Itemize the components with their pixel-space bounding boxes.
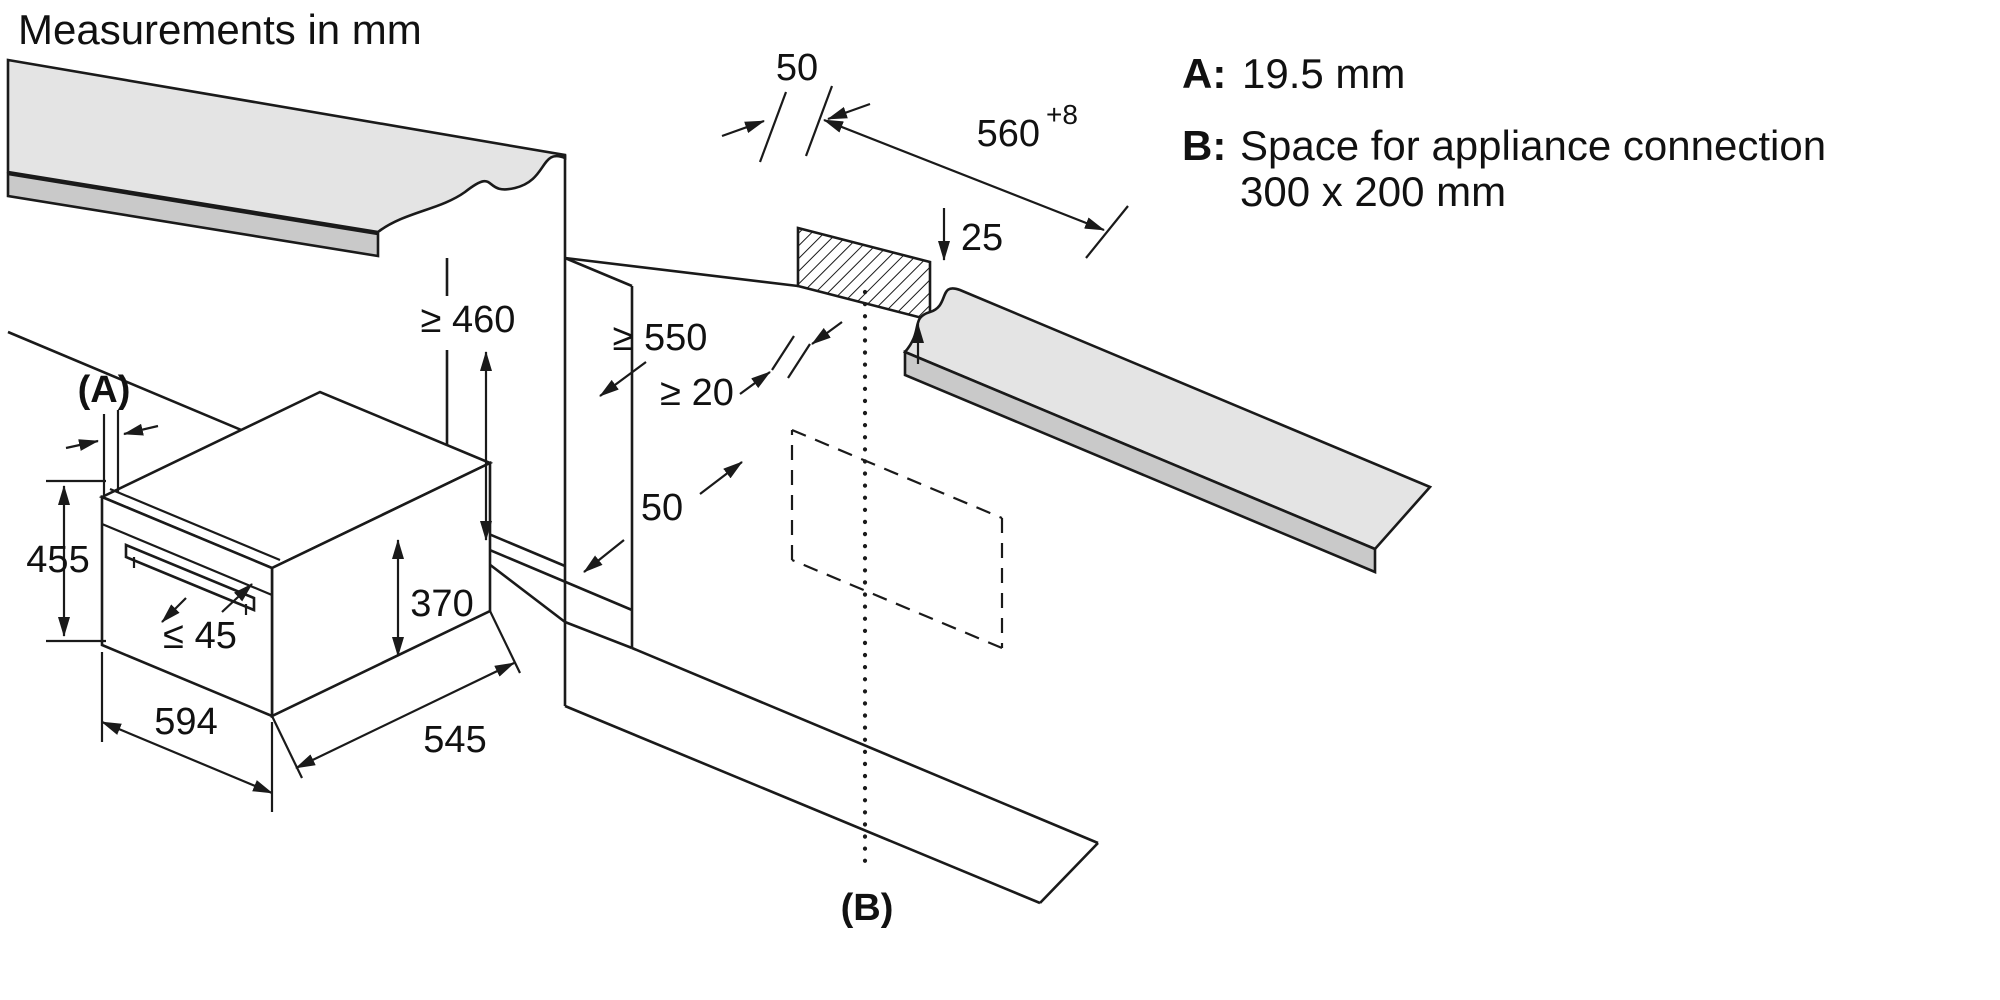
niche-top-back-edge [564, 256, 799, 288]
arrow [811, 321, 843, 345]
dim-min-depth-label: ≥ 550 [613, 317, 708, 359]
dim-rear-clearance-label: ≥ 20 [660, 372, 734, 414]
arrow [123, 423, 159, 436]
hidden-niche-outline [790, 428, 1004, 650]
right-worktop [902, 287, 1433, 574]
legend: A: 19.5 mm B: Space for appliance connec… [1182, 50, 1826, 215]
dim-min-height: ≥ 460 [421, 299, 516, 541]
plinth-right-cut-edge [1039, 842, 1099, 904]
arrow [827, 102, 871, 121]
dim-niche-width: 560 +8 [823, 99, 1129, 259]
vent-hatched-area [796, 226, 932, 322]
niche-floor-front-edge [564, 620, 633, 650]
dimension-line [823, 118, 1105, 232]
dim-appliance-height-label: 455 [26, 539, 89, 581]
ext-line [489, 610, 521, 674]
niche-top-front-edge [564, 256, 633, 288]
dim-min-depth: ≥ 550 [599, 317, 708, 397]
ext-line [758, 91, 788, 163]
hidden-edge-top [791, 428, 1003, 520]
dim-front-height: 370 [392, 539, 474, 657]
ref-a-dimension: (A) [65, 369, 159, 496]
oven-control-panel-line [101, 522, 273, 597]
left-worktop [6, 58, 567, 258]
page-title: Measurements in mm [18, 6, 422, 53]
appliance-oven [98, 390, 494, 719]
ext-line [1085, 205, 1129, 259]
dimension-line [101, 720, 273, 795]
ext-line [271, 715, 303, 779]
dim-niche-width-label: 560 [977, 113, 1040, 155]
dim-shelf-clearance: 50 [583, 461, 743, 573]
legend-a-key: A: [1182, 50, 1226, 97]
arrow [161, 597, 187, 623]
oven-door-handle [124, 543, 256, 612]
ext-line [787, 343, 811, 379]
dim-vent-gap-label: 25 [961, 217, 1003, 259]
legend-a-value: 19.5 mm [1242, 50, 1405, 97]
left-worktop-front-edge [6, 172, 380, 258]
oven-top-frame-step [109, 487, 281, 562]
legend-b-value-line2: 300 x 200 mm [1240, 168, 1506, 215]
dim-shelf-clearance-label: 50 [641, 487, 683, 529]
plinth-bottom-edge [564, 704, 1041, 905]
arrow [721, 119, 765, 138]
dim-vent-gap: 25 [912, 208, 1003, 364]
dim-appliance-depth: 545 [271, 610, 521, 779]
ref-b-label: (B) [841, 887, 894, 929]
right-worktop-front-edge [903, 350, 1377, 574]
dim-niche-width-tolerance: +8 [1046, 99, 1078, 130]
arrow [221, 583, 253, 613]
arrow [583, 539, 625, 573]
legend-b-value-line1: Space for appliance connection [1240, 122, 1826, 169]
arrow [739, 371, 771, 395]
dim-min-height-label: ≥ 460 [421, 299, 516, 341]
legend-b-key: B: [1182, 122, 1226, 169]
dim-handle-depth: ≤ 45 [161, 583, 253, 657]
dim-front-height-label: 370 [410, 583, 473, 625]
ext-line [771, 335, 795, 371]
ref-a-label: (A) [78, 369, 131, 411]
arrow [65, 439, 99, 451]
dim-top-clearance-label: 50 [776, 47, 818, 89]
dim-appliance-depth-label: 545 [423, 719, 486, 761]
ext-line [804, 85, 834, 157]
hidden-edge-bottom [791, 558, 1003, 650]
arrow [699, 461, 743, 495]
dimension-line [295, 662, 515, 769]
dim-appliance-width-label: 594 [154, 701, 217, 743]
dim-top-clearance: 50 [721, 47, 871, 163]
dim-appliance-width: 594 [100, 652, 274, 812]
right-worktop-top-surface [902, 287, 1433, 551]
left-worktop-top-surface [6, 58, 567, 234]
cabinet-bottom-run-edge [631, 646, 1099, 845]
dim-appliance-height: 455 [26, 479, 106, 643]
cabinet-niche [7, 155, 1099, 905]
dim-rear-clearance: ≥ 20 [660, 321, 843, 414]
dim-handle-depth-label: ≤ 45 [163, 615, 237, 657]
arrow [599, 361, 647, 397]
ventilation-cutout [796, 226, 932, 322]
